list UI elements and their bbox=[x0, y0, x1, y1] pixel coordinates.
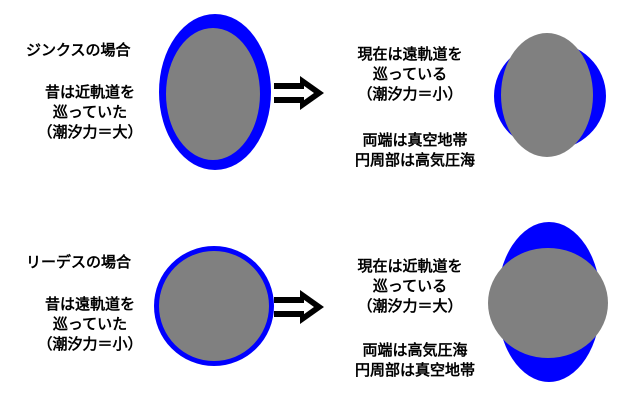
jinx-note-text: 両端は真空地帯 円周部は高気圧海 bbox=[340, 130, 490, 170]
lydes-after-line-3: （潮汐力＝大） bbox=[357, 297, 463, 315]
jinx-after-line-2: 巡っている bbox=[372, 65, 448, 83]
lydes-before-line-2: 巡っていた bbox=[52, 315, 128, 333]
jinx-present-core bbox=[501, 33, 593, 157]
jinx-before-line-3: （潮汐力＝大） bbox=[37, 123, 143, 141]
jinx-before-line-1: 昔は近軌道を bbox=[44, 83, 135, 101]
lydes-note-line-2: 円周部は真空地帯 bbox=[354, 361, 475, 379]
lydes-past-planet bbox=[154, 246, 274, 366]
lydes-after-line-2: 巡っている bbox=[372, 277, 448, 295]
jinx-title: ジンクスの場合 bbox=[26, 41, 131, 59]
jinx-after-line-1: 現在は遠軌道を bbox=[357, 45, 463, 63]
lydes-present-core bbox=[488, 248, 608, 358]
double-right-arrow-icon bbox=[274, 290, 324, 324]
jinx-past-planet bbox=[159, 14, 271, 170]
jinx-past-core bbox=[166, 28, 260, 160]
jinx-after-text: 現在は遠軌道を 巡っている （潮汐力＝小） bbox=[340, 44, 480, 104]
lydes-before-line-3: （潮汐力＝小） bbox=[37, 335, 143, 353]
lydes-present-planet bbox=[488, 222, 608, 382]
lydes-after-text: 現在は近軌道を 巡っている （潮汐力＝大） bbox=[340, 256, 480, 316]
jinx-after-line-3: （潮汐力＝小） bbox=[357, 85, 463, 103]
double-right-arrow-icon bbox=[274, 76, 324, 110]
lydes-after-line-1: 現在は近軌道を bbox=[357, 257, 463, 275]
jinx-before-line-2: 巡っていた bbox=[52, 103, 128, 121]
jinx-present-planet bbox=[494, 33, 606, 157]
lydes-title: リーデスの場合 bbox=[26, 253, 132, 271]
lydes-note-text: 両端は高気圧海 円周部は真空地帯 bbox=[340, 340, 490, 380]
lydes-before-line-1: 昔は遠軌道を bbox=[44, 295, 135, 313]
lydes-before-text: 昔は遠軌道を 巡っていた （潮汐力＝小） bbox=[20, 294, 160, 354]
lydes-past-core bbox=[159, 251, 269, 361]
lydes-note-line-1: 両端は高気圧海 bbox=[362, 341, 468, 359]
jinx-note-line-2: 円周部は高気圧海 bbox=[354, 151, 475, 169]
jinx-before-text: 昔は近軌道を 巡っていた （潮汐力＝大） bbox=[20, 82, 160, 142]
jinx-note-line-1: 両端は真空地帯 bbox=[362, 131, 468, 149]
